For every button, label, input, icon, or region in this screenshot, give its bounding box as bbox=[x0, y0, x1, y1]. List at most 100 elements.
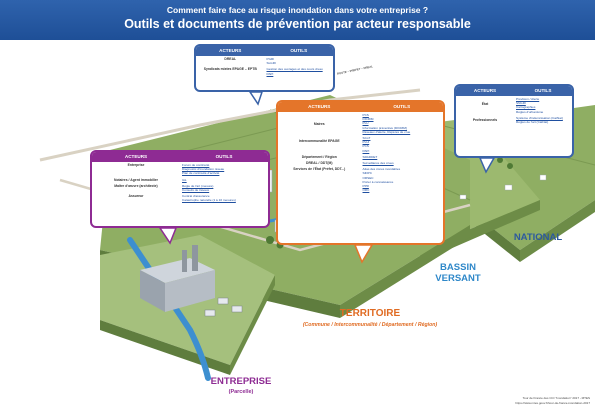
tool-item: PCS bbox=[362, 113, 369, 117]
actor-row: DREAL PGRI SLGRI bbox=[196, 56, 333, 66]
tool-item: SLGRI bbox=[266, 61, 276, 66]
actor-name: DREAL / DDT(M) bbox=[306, 161, 333, 166]
tool-item: PLU bbox=[362, 121, 369, 126]
actor-name: Maître d'œuvre (architecte) bbox=[114, 183, 158, 188]
tool-list: Règle de l'art (mesure) Conseils de trav… bbox=[180, 183, 268, 193]
panel-header: ACTEURS OUTILS bbox=[278, 102, 443, 112]
actor-name: Syndicats mixtes EPAGE – EPTB bbox=[203, 67, 257, 72]
tool-item: SIDPC bbox=[362, 171, 372, 176]
tool-list: Gestion des ouvrages et des cours d'eau … bbox=[265, 66, 334, 76]
panel-header: ACTEURS OUTILS bbox=[196, 46, 333, 56]
actor-name: Département / Région bbox=[301, 154, 337, 159]
panel-rows: Entreprise Forum de continuité Diagnosti… bbox=[92, 162, 268, 204]
territory-actors-panel: ACTEURS OUTILS Maires PCS DICRIM PLU Inf… bbox=[276, 100, 445, 245]
actor-row: Professionnels Système d'indemnisation (… bbox=[456, 115, 572, 125]
actor-row: DREAL / DDT(M) Surveillance des crues bbox=[278, 160, 443, 166]
tool-item: Contrat d'assurance bbox=[182, 194, 210, 199]
tool-item: PPR bbox=[362, 184, 369, 189]
actor-name: État bbox=[481, 102, 489, 106]
tools-heading: OUTILS bbox=[215, 154, 233, 159]
tool-list: Prévision / Alerte SNGRI Cartographies R… bbox=[514, 96, 572, 115]
basin-actors-panel: ACTEURS OUTILS DREAL PGRI SLGRI Syndicat… bbox=[194, 44, 335, 92]
tool-item: ORSEC bbox=[362, 175, 374, 180]
title-banner: Comment faire face au risque inondation … bbox=[0, 0, 595, 40]
panel-rows: État Prévision / Alerte SNGRI Cartograph… bbox=[456, 96, 572, 125]
tool-item: PGRI bbox=[266, 57, 275, 61]
poster-subtitle: Comment faire face au risque inondation … bbox=[166, 5, 429, 15]
tool-item: Règles de l'art (CatNat) bbox=[516, 120, 549, 125]
tool-list: IAL bbox=[180, 177, 268, 183]
actors-heading: ACTEURS bbox=[219, 48, 242, 53]
actor-row: Département / Région SRADDET bbox=[278, 154, 443, 160]
tool-item: IAL bbox=[182, 177, 187, 182]
national-actors-panel: ACTEURS OUTILS État Prévision / Alerte S… bbox=[454, 84, 574, 158]
actors-heading: ACTEURS bbox=[308, 104, 331, 109]
tools-heading: OUTILS bbox=[393, 104, 411, 109]
national-callout-pointer bbox=[478, 157, 496, 174]
tool-list: Contrat d'assurance Catastrophe naturell… bbox=[180, 193, 268, 203]
tool-list: SRADDET bbox=[361, 154, 444, 160]
territoire-sublabel: (Commune / Intercommunalité / Départemen… bbox=[302, 322, 438, 328]
tool-item: Conseils de travaux bbox=[182, 188, 210, 193]
panel-header: ACTEURS OUTILS bbox=[456, 86, 572, 96]
tool-list: Atlas des zones inondables SIDPC ORSEC P… bbox=[361, 166, 444, 193]
top-callout-pointer bbox=[248, 91, 264, 106]
territory-callout-pointer bbox=[353, 244, 374, 264]
tool-item: Porter à connaissance bbox=[362, 179, 394, 184]
tool-item: Information préventive (DICRIM) bbox=[362, 125, 408, 130]
actor-row: Maître d'œuvre (architecte) Règle de l'a… bbox=[92, 183, 268, 193]
tool-list: Surveillance des crues bbox=[361, 160, 444, 166]
tool-item: PCS bbox=[362, 144, 369, 149]
actors-heading: ACTEURS bbox=[473, 88, 497, 93]
actor-name: Notaires / Agent immobilier bbox=[114, 177, 158, 182]
actor-row: Maires PCS DICRIM PLU Information préven… bbox=[278, 112, 443, 135]
trucks bbox=[204, 297, 243, 317]
actor-row: Assureur Contrat d'assurance Catastrophe… bbox=[92, 193, 268, 203]
tools-heading: OUTILS bbox=[534, 88, 552, 93]
tool-item: Règle de l'art (mesure) bbox=[182, 183, 214, 188]
tool-item: PLUi bbox=[362, 140, 370, 145]
tool-item: Règles d'urbanisme bbox=[516, 109, 544, 114]
tool-list: Système d'indemnisation (CatNat) Règles … bbox=[514, 115, 572, 125]
actor-name: Maires bbox=[313, 122, 325, 126]
actor-row: Services de l'État (Préfet, DDT...) Atla… bbox=[278, 166, 443, 193]
territoire-label: TERRITOIRE bbox=[339, 308, 401, 319]
actor-name: Services de l'État (Préfet, DDT...) bbox=[293, 167, 346, 172]
tool-item: DICRIM bbox=[362, 117, 374, 122]
tool-item: Forum de continuité bbox=[182, 163, 210, 167]
actor-row: Syndicats mixtes EPAGE – EPTB Gestion de… bbox=[196, 66, 333, 76]
actor-name: Intercommunalité EPAGE bbox=[298, 139, 340, 144]
poster-title: Outils et documents de prévention par ac… bbox=[124, 17, 471, 31]
enterprise-callout-pointer bbox=[158, 227, 178, 245]
tool-item: Cartographies bbox=[516, 105, 536, 110]
actor-name: Professionnels bbox=[472, 117, 498, 122]
panel-header: ACTEURS OUTILS bbox=[92, 152, 268, 162]
tools-heading: OUTILS bbox=[290, 48, 308, 53]
panel-rows: Maires PCS DICRIM PLU Information préven… bbox=[278, 112, 443, 193]
tool-item: ORC bbox=[362, 188, 370, 193]
entreprise-sublabel: (Parcelle) bbox=[228, 389, 254, 395]
tool-item: Système d'indemnisation (CatNat) bbox=[516, 115, 563, 120]
actor-name: Entreprise bbox=[127, 163, 145, 167]
river bbox=[127, 237, 211, 381]
actor-row: État Prévision / Alerte SNGRI Cartograph… bbox=[456, 96, 572, 115]
actor-name: DREAL bbox=[224, 57, 237, 61]
actor-row: Notaires / Agent immobilier IAL bbox=[92, 177, 268, 183]
national-houses bbox=[459, 174, 547, 200]
tool-item: PAPI bbox=[266, 71, 274, 76]
tool-item: SCoT bbox=[362, 136, 371, 141]
panel-rows: DREAL PGRI SLGRI Syndicats mixtes EPAGE … bbox=[196, 56, 333, 77]
bassin-versant-label: BASSIN VERSANT bbox=[435, 262, 481, 284]
entreprise-label: ENTREPRISE bbox=[210, 376, 272, 387]
tool-list: SCoT PLUi PCS PAPI bbox=[361, 135, 444, 154]
credit-url: https://www.mtes.gouv.fr/tour-de-france-… bbox=[515, 401, 590, 405]
tool-item: Gestion des ouvrages et des cours d'eau bbox=[266, 67, 323, 72]
tool-item: Catastrophe naturelle (1 à 10 mesures) bbox=[182, 198, 236, 203]
actor-name: Assureur bbox=[128, 194, 144, 199]
tool-item: Atlas des zones inondables bbox=[362, 167, 401, 172]
actor-row: Entreprise Forum de continuité Diagnosti… bbox=[92, 162, 268, 177]
tool-item: PAPI bbox=[362, 148, 370, 153]
tool-list: PCS DICRIM PLU Information préventive (D… bbox=[361, 112, 444, 135]
tool-list: Forum de continuité Diagnostic d'inondat… bbox=[180, 162, 268, 177]
